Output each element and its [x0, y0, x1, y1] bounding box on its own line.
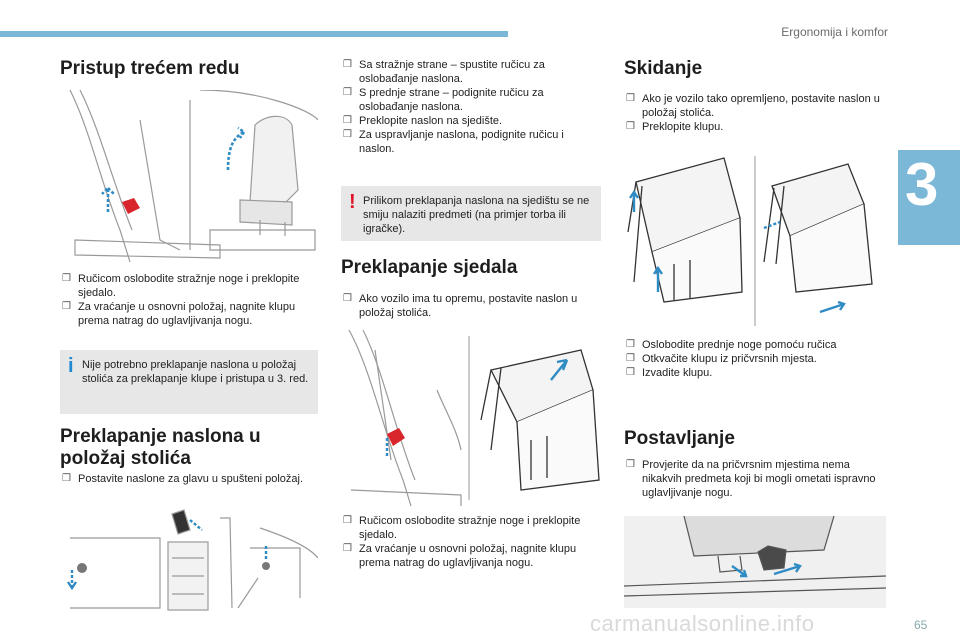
- warning-note-text: Prilikom preklapanja naslona na sjedištu…: [363, 195, 590, 235]
- illustration-fold-seat: [341, 330, 601, 506]
- checkbox-bullet-icon: ❒: [343, 515, 352, 526]
- page-number: 65: [914, 618, 928, 632]
- checkbox-bullet-icon: ❒: [626, 121, 635, 132]
- header-accent-bar: [0, 31, 508, 37]
- checkbox-bullet-icon: ❒: [343, 129, 352, 140]
- illustration-headrest-release: [60, 508, 318, 612]
- checkbox-bullet-icon: ❒: [626, 353, 635, 364]
- warning-note: ! Prilikom preklapanja naslona na sjediš…: [341, 186, 601, 241]
- checkbox-bullet-icon: ❒: [626, 93, 635, 104]
- list-item: ❒Za vraćanje u osnovni položaj, nagnite …: [62, 301, 296, 327]
- warning-icon: !: [349, 191, 356, 213]
- list-item: ❒Za vraćanje u osnovni položaj, nagnite …: [343, 543, 577, 569]
- info-icon: i: [68, 355, 74, 377]
- checkbox-bullet-icon: ❒: [343, 115, 352, 126]
- heading-removal: Skidanje: [624, 58, 703, 79]
- list-item: ❒Postavite naslone za glavu u spušteni p…: [62, 473, 304, 485]
- list-item: ❒Sa stražnje strane – spustite ručicu za…: [343, 59, 545, 85]
- illustration-third-row-access: [60, 90, 318, 262]
- list-backrest-release-steps: ❒Sa stražnje strane – spustite ručicu za…: [341, 58, 601, 156]
- checkbox-bullet-icon: ❒: [343, 293, 352, 304]
- list-item: ❒Za uspravljanje naslona, podignite ruči…: [343, 129, 564, 155]
- list-item: ❒Ručicom oslobodite stražnje noge i prek…: [343, 515, 581, 541]
- checkbox-bullet-icon: ❒: [62, 473, 71, 484]
- checkbox-bullet-icon: ❒: [626, 339, 635, 350]
- list-item: ❒Ako vozilo ima tu opremu, postavite nas…: [343, 293, 578, 319]
- info-note: i Nije potrebno preklapanje naslona u po…: [60, 350, 318, 414]
- list-item: ❒Preklopite klupu.: [626, 121, 724, 133]
- checkbox-bullet-icon: ❒: [343, 59, 352, 70]
- checkbox-bullet-icon: ❒: [343, 87, 352, 98]
- list-item: ❒Ručicom oslobodite stražnje noge i prek…: [62, 273, 300, 299]
- list-item: ❒Preklopite naslon na sjedište.: [343, 115, 503, 127]
- list-item: ❒S prednje strane – podignite ručicu za …: [343, 87, 544, 113]
- chapter-number: 3: [905, 151, 939, 218]
- list-access-steps: ❒Ručicom oslobodite stražnje noge i prek…: [60, 272, 318, 328]
- checkbox-bullet-icon: ❒: [626, 367, 635, 378]
- list-item: ❒Ako je vozilo tako opremljeno, postavit…: [626, 93, 880, 119]
- watermark: carmanualsonline.info: [590, 611, 815, 636]
- heading-installation: Postavljanje: [624, 428, 735, 449]
- checkbox-bullet-icon: ❒: [626, 459, 635, 470]
- chapter-tab: [898, 150, 960, 245]
- list-removal-steps-2: ❒Oslobodite prednje noge pomoću ručica ❒…: [624, 338, 886, 380]
- list-item: ❒Provjerite da na pričvrsnim mjestima ne…: [626, 459, 876, 499]
- list-item: ❒Oslobodite prednje noge pomoću ručica: [626, 339, 837, 351]
- checkbox-bullet-icon: ❒: [343, 543, 352, 554]
- checkbox-bullet-icon: ❒: [62, 273, 71, 284]
- list-removal-steps: ❒Ako je vozilo tako opremljeno, postavit…: [624, 92, 886, 134]
- list-fold-backrest-steps: ❒Postavite naslone za glavu u spušteni p…: [60, 472, 318, 486]
- info-note-text: Nije potrebno preklapanje naslona u polo…: [82, 359, 309, 385]
- heading-fold-seat: Preklapanje sjedala: [341, 257, 518, 278]
- checkbox-bullet-icon: ❒: [62, 301, 71, 312]
- list-item: ❒Izvadite klupu.: [626, 367, 713, 379]
- heading-access-third-row: Pristup trećem redu: [60, 58, 240, 79]
- section-title: Ergonomija i komfor: [781, 25, 888, 39]
- list-installation-steps: ❒Provjerite da na pričvrsnim mjestima ne…: [624, 458, 886, 500]
- list-fold-seat-steps: ❒Ako vozilo ima tu opremu, postavite nas…: [341, 292, 601, 320]
- illustration-removal: [624, 152, 886, 330]
- list-fold-seat-steps-2: ❒Ručicom oslobodite stražnje noge i prek…: [341, 514, 601, 570]
- illustration-installation: [624, 516, 886, 608]
- heading-fold-backrest: Preklapanje naslona u položaj stolića: [60, 426, 261, 469]
- list-item: ❒Otkvačite klupu iz pričvrsnih mjesta.: [626, 353, 817, 365]
